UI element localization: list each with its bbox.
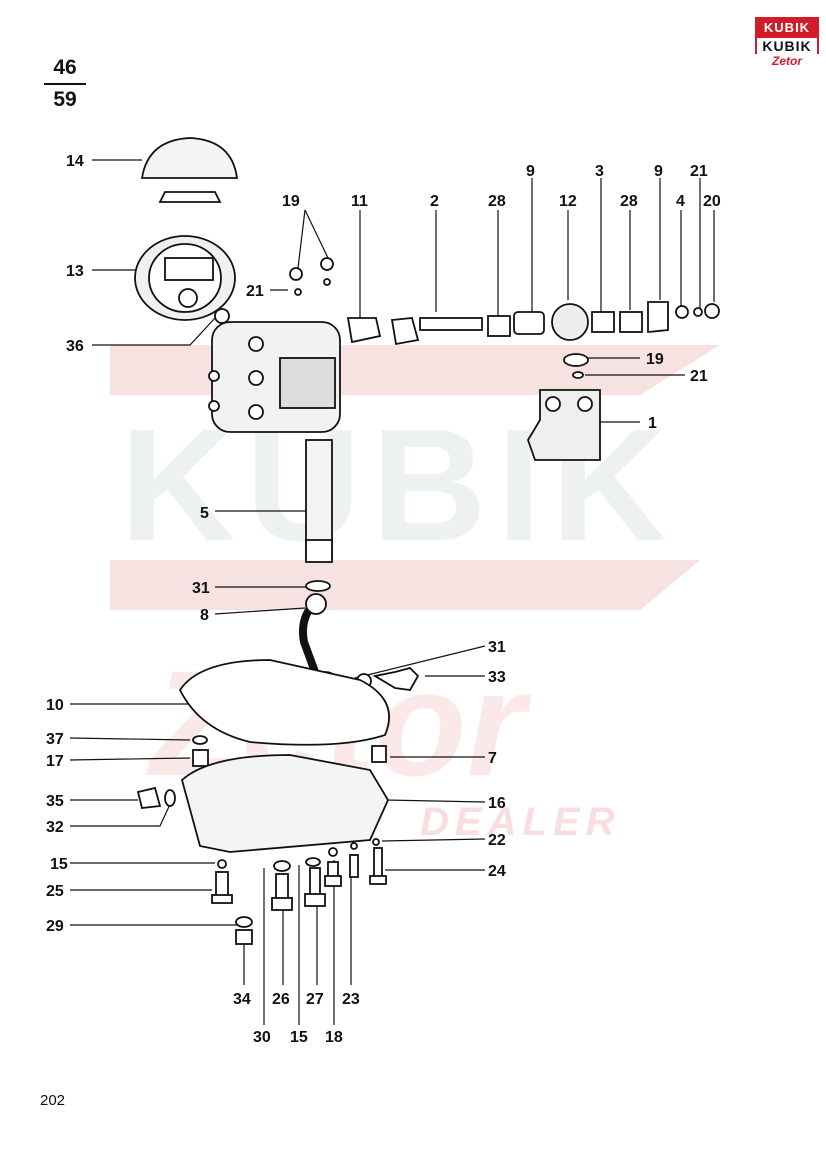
callout-22: 22 [488, 832, 506, 849]
callout-4: 4 [676, 193, 685, 210]
callout-32: 32 [46, 819, 64, 836]
callout-18: 18 [325, 1029, 343, 1046]
callout-26: 26 [272, 991, 290, 1008]
callout-11: 11 [351, 193, 368, 210]
callout-24: 24 [488, 863, 506, 880]
callout-35: 35 [46, 793, 64, 810]
callout-29: 29 [46, 918, 64, 935]
callout-10: 10 [46, 697, 64, 714]
callout-1: 1 [648, 415, 657, 432]
callout-3: 3 [595, 163, 604, 180]
callout-21b: 21 [690, 163, 708, 180]
callout-19b: 19 [646, 351, 664, 368]
callout-5: 5 [200, 505, 209, 522]
logo-text-zetor: Zetor [772, 54, 802, 68]
logo-text-top: KUBIK [755, 17, 819, 38]
callout-7: 7 [488, 750, 497, 767]
fraction-bar [44, 83, 86, 85]
callout-17: 17 [46, 753, 64, 770]
callout-31b: 31 [488, 639, 506, 656]
callout-30: 30 [253, 1029, 271, 1046]
callout-19a: 19 [282, 193, 300, 210]
callout-28a: 28 [488, 193, 506, 210]
callout-33: 33 [488, 669, 506, 686]
kubik-zetor-logo: KUBIK KUBIK Zetor [755, 17, 819, 68]
page-reference-numerator: 46 [53, 56, 77, 79]
callout-23: 23 [342, 991, 360, 1008]
watermark-word-dealer: DEALER [420, 800, 620, 844]
callout-13: 13 [66, 263, 84, 280]
page-reference-denominator: 59 [53, 88, 77, 111]
callout-36: 36 [66, 338, 84, 355]
callout-21a: 21 [246, 283, 264, 300]
callout-12: 12 [559, 193, 577, 210]
callout-9b: 9 [654, 163, 663, 180]
callout-31a: 31 [192, 580, 210, 597]
callout-25: 25 [46, 883, 64, 900]
page-number: 202 [40, 1092, 66, 1109]
callout-28b: 28 [620, 193, 638, 210]
callout-2: 2 [430, 193, 439, 210]
callout-9a: 9 [526, 163, 535, 180]
callout-37: 37 [46, 731, 64, 748]
logo-text-middle: KUBIK [755, 38, 819, 54]
callout-34: 34 [233, 991, 251, 1008]
callout-14: 14 [66, 153, 84, 170]
callout-21c: 21 [690, 368, 708, 385]
callout-16: 16 [488, 795, 506, 812]
callout-27: 27 [306, 991, 324, 1008]
page-reference: 46 59 [44, 56, 86, 112]
callout-15b: 15 [290, 1029, 308, 1046]
callout-8: 8 [200, 607, 209, 624]
callout-15a: 15 [50, 856, 68, 873]
callout-20: 20 [703, 193, 721, 210]
